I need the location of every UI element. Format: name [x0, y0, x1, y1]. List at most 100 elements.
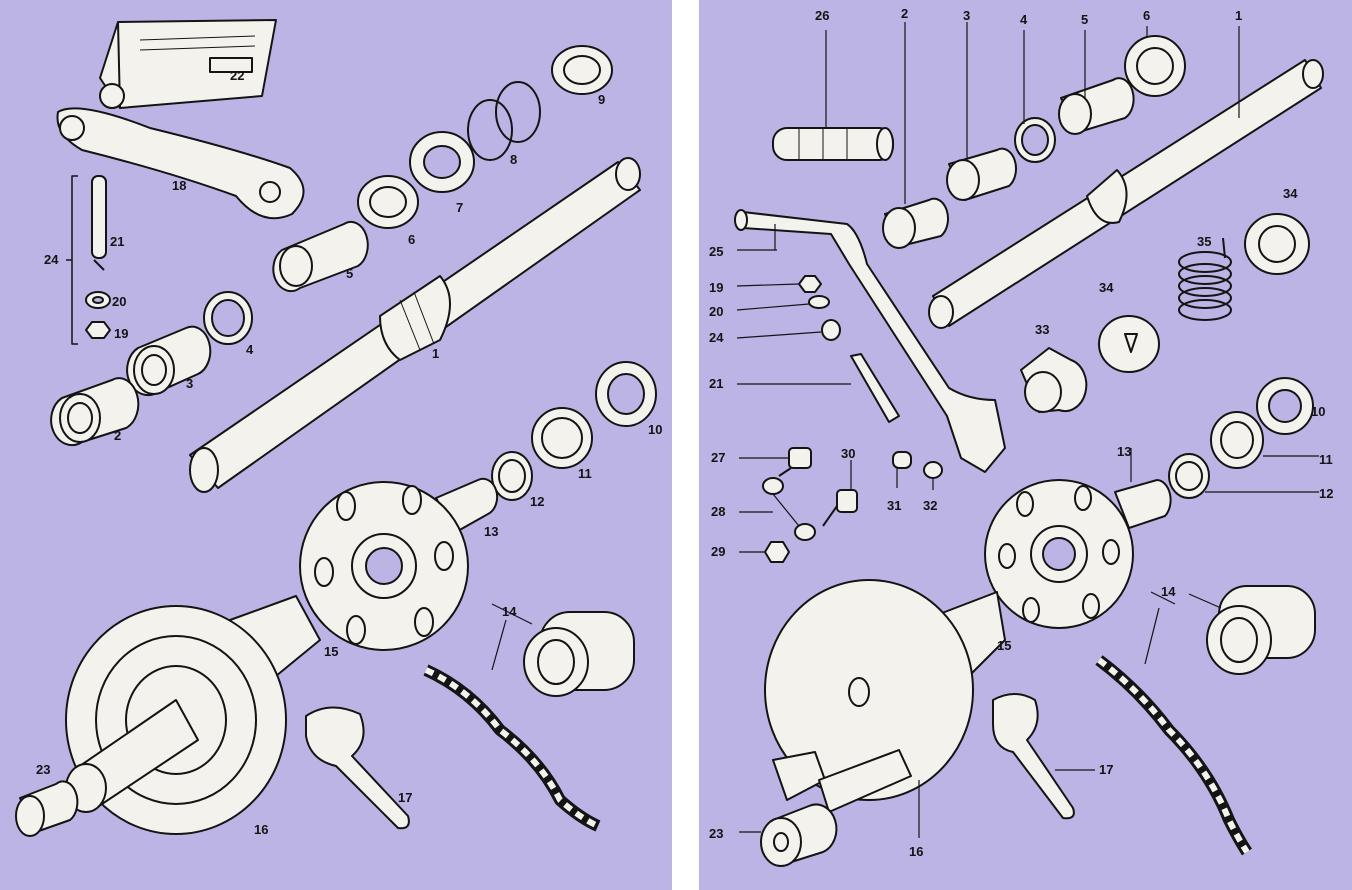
part-24: [821, 319, 841, 341]
label-4: 4: [246, 342, 254, 357]
right-leader-lines: [736, 22, 1319, 838]
label-2: 2: [901, 6, 908, 21]
part-23: [760, 803, 838, 867]
label-22: 22: [230, 68, 244, 83]
label-10: 10: [648, 422, 662, 437]
bracket-24: [66, 175, 78, 345]
label-12: 12: [1319, 486, 1333, 501]
part-5: [1058, 77, 1135, 135]
part-12: [491, 451, 533, 501]
label-6: 6: [1143, 8, 1150, 23]
shaft-part: [189, 157, 641, 493]
part-20: [85, 291, 111, 309]
kick-lever-part: [734, 209, 1006, 473]
label-14: 14: [1161, 584, 1176, 599]
part-2: [882, 197, 949, 249]
label-13: 13: [484, 524, 498, 539]
label-5: 5: [1081, 12, 1088, 27]
left-leader-lines: [491, 603, 533, 671]
part-27: [778, 447, 812, 477]
label-33: 33: [1035, 322, 1049, 337]
part-23: [15, 780, 79, 837]
label-1: 1: [1235, 8, 1242, 23]
flywheel-part: [65, 595, 321, 835]
right-parts-diagram: 26 2 3 4 5 6 1 34 25 35 19 20 34 24 33 2…: [699, 0, 1352, 890]
label-11: 11: [1319, 452, 1333, 467]
label-15: 15: [324, 644, 338, 659]
label-16: 16: [909, 844, 923, 859]
label-30: 30: [841, 446, 855, 461]
label-13: 13: [1117, 444, 1131, 459]
part-21: [91, 175, 107, 271]
hub-sprocket-part: [523, 611, 635, 697]
label-9: 9: [598, 92, 605, 107]
label-3: 3: [963, 8, 970, 23]
label-23: 23: [36, 762, 50, 777]
part-11: [531, 407, 593, 469]
part-19: [85, 321, 111, 339]
label-19: 19: [709, 280, 723, 295]
part-6: [357, 175, 419, 229]
label-34-lower: 34: [1099, 280, 1114, 295]
label-12: 12: [530, 494, 544, 509]
label-25: 25: [709, 244, 723, 259]
label-27: 27: [711, 450, 725, 465]
part-26: [772, 127, 894, 161]
left-labels: 22 9 18 8 7 6 24 21 5 20 19 4 1 3 2 10 1…: [36, 68, 662, 837]
pedal-part: [99, 19, 277, 109]
part-6: [1124, 35, 1186, 97]
part-34-upper: [1244, 213, 1310, 275]
label-24: 24: [44, 252, 59, 267]
label-34-upper: 34: [1283, 186, 1298, 201]
spring-part: [1178, 237, 1232, 321]
part-10: [1256, 377, 1314, 435]
label-31: 31: [887, 498, 901, 513]
spanner-part: [305, 706, 410, 830]
shaft-part: [928, 59, 1324, 329]
sprocket-part: [299, 477, 499, 651]
label-23: 23: [709, 826, 723, 841]
left-parts-diagram: 22 9 18 8 7 6 24 21 5 20 19 4 1 3 2 10 1…: [0, 0, 672, 890]
label-16: 16: [254, 822, 268, 837]
label-7: 7: [456, 200, 463, 215]
label-4: 4: [1020, 12, 1028, 27]
label-29: 29: [711, 544, 725, 559]
label-6: 6: [408, 232, 415, 247]
part-7: [409, 131, 475, 193]
part-31: [892, 451, 912, 469]
part-3: [126, 325, 212, 397]
part-3: [946, 147, 1017, 201]
label-20: 20: [709, 304, 723, 319]
chain-part: [423, 664, 601, 832]
label-11: 11: [578, 466, 592, 481]
label-14: 14: [502, 604, 517, 619]
label-8: 8: [510, 152, 517, 167]
part-32: [923, 461, 943, 479]
label-3: 3: [186, 376, 193, 391]
label-2: 2: [114, 428, 121, 443]
part-8: [467, 81, 541, 161]
label-17: 17: [1099, 762, 1113, 777]
label-1: 1: [432, 346, 439, 361]
label-32: 32: [923, 498, 937, 513]
part-33: [1020, 347, 1088, 413]
label-10: 10: [1311, 404, 1325, 419]
part-19: [798, 275, 822, 293]
label-21: 21: [709, 376, 723, 391]
part-4: [203, 291, 253, 345]
label-28: 28: [711, 504, 725, 519]
part-29: [764, 541, 790, 563]
label-17: 17: [398, 790, 412, 805]
part-20: [808, 295, 830, 309]
label-18: 18: [172, 178, 186, 193]
spanner-part: [992, 693, 1075, 820]
flywheel-part: [764, 579, 1006, 813]
label-5: 5: [346, 266, 353, 281]
label-26: 26: [815, 8, 829, 23]
crank-arm-part: [56, 107, 305, 220]
label-19: 19: [114, 326, 128, 341]
part-4: [1014, 117, 1056, 163]
label-15: 15: [997, 638, 1011, 653]
hub-sprocket-part: [1206, 585, 1316, 675]
part-34-lower: [1098, 315, 1160, 373]
